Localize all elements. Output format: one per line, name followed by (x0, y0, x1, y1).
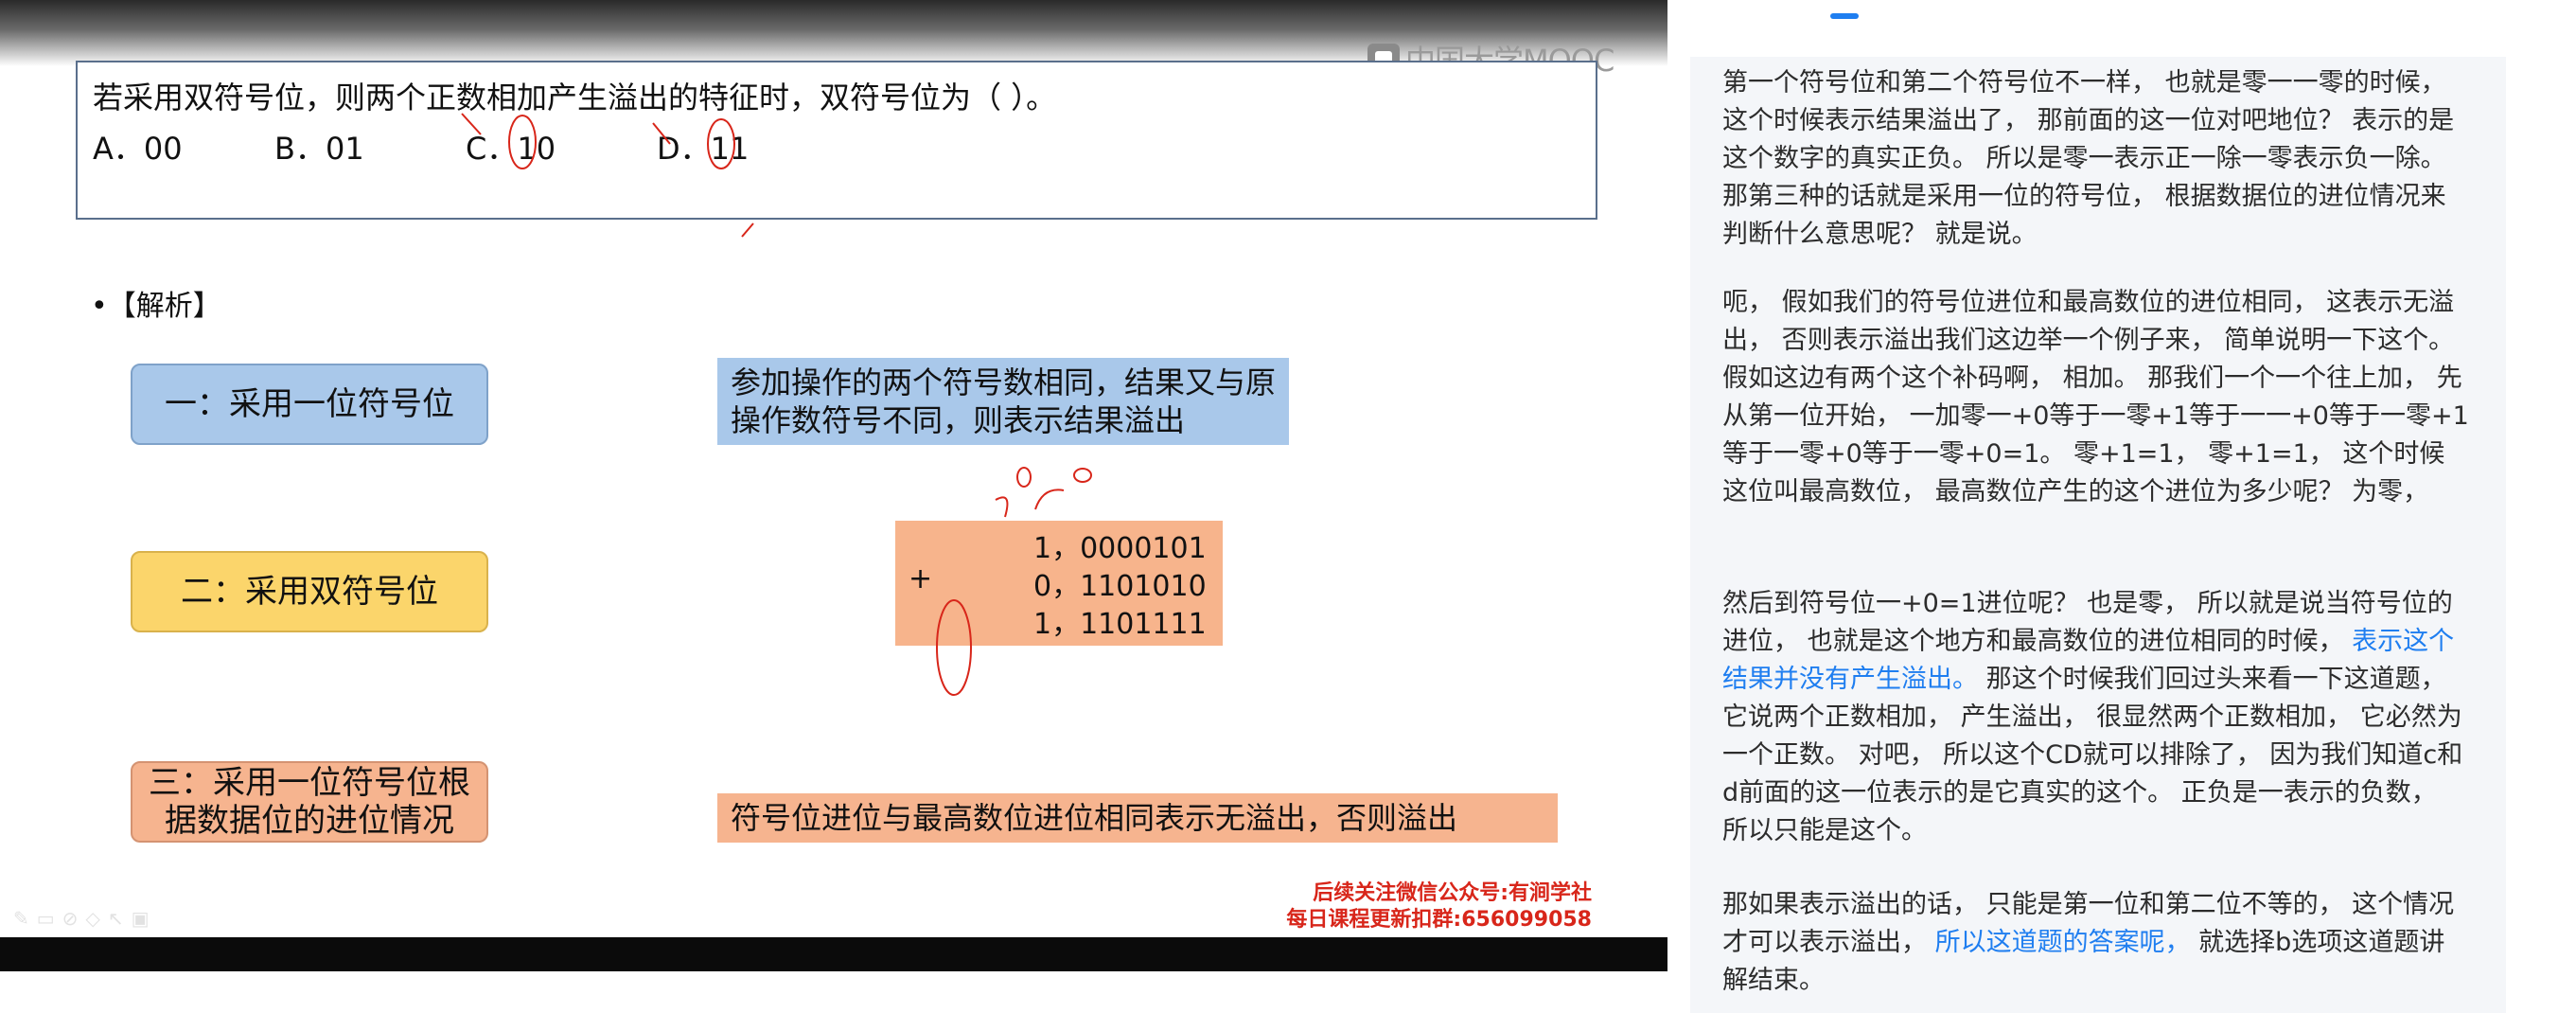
camera-icon[interactable]: ▣ (131, 907, 150, 930)
option-d: D．11 (657, 131, 750, 167)
transcript-text: 那这个时候我们回过头来看一下这道题， 它说两个正数相加， 产生溢出， 很显然两个… (1722, 665, 2463, 845)
calc-row-value: 1，1101111 (1033, 608, 1207, 641)
method-three-label: 三：采用一位符号位根据数据位的进位情况 (149, 764, 470, 840)
transcript-highlight[interactable]: 所以这道题的答案呢， (1927, 928, 2191, 957)
method-three-description: 符号位进位与最高数位进位相同表示无溢出，否则溢出 (717, 793, 1558, 843)
transcript-text: 那如果表示溢出的话， 只能是第一位和第二位不等的， 这个情况才可以表示溢出， (1722, 890, 2455, 957)
transcript-highlight[interactable]: 表示这个结果并没有产生溢出。 (1722, 627, 2455, 694)
highlighter-icon[interactable]: ◇ (85, 907, 100, 930)
method-one-box: 一：采用一位符号位 (131, 364, 488, 445)
footer-notice: 后续关注微信公众号:有涧学社 每日课程更新扣群:656099058 (1259, 880, 1592, 933)
transcript-text: 然后到符号位一+0=1进位呢？ 也是零， 所以就是说当符号位的进位， 也就是这个… (1722, 589, 2453, 656)
method-one-label: 一：采用一位符号位 (165, 385, 454, 423)
method-two-box: 二：采用双符号位 (131, 551, 488, 632)
method-three-box: 三：采用一位符号位根据数据位的进位情况 (131, 761, 488, 843)
transcript-paragraph: 那如果表示溢出的话， 只能是第一位和第二位不等的， 这个情况才可以表示溢出， 所… (1722, 886, 2470, 1000)
handwritten-carry-marks (995, 467, 1092, 518)
transcript-paragraph: 然后到符号位一+0=1进位呢？ 也是零， 所以就是说当符号位的进位， 也就是这个… (1722, 585, 2470, 850)
video-player[interactable]: 中国大学MOOC 若采用双符号位，则两个正数相加产生溢出的特征时，双符号位为（ … (0, 0, 1667, 975)
transcript-text: 就选择b选项这道题讲解结束。 (1722, 928, 2445, 995)
method-one-description: 参加操作的两个符号数相同，结果又与原操作数符号不同，则表示结果溢出 (717, 358, 1289, 445)
pen-icon[interactable]: ✎ (13, 907, 29, 930)
option-b: B．01 (274, 131, 364, 167)
binary-addition-example: 1，0000101 + 0，1101010 1，1101111 (895, 521, 1223, 646)
footer-notice-line1: 后续关注微信公众号:有涧学社 (1313, 881, 1592, 905)
option-a: A．00 (93, 131, 183, 167)
transcript-paragraph: 第一个符号位和第二个符号位不一样， 也就是零一一零的时候， 这个时候表示结果溢出… (1722, 68, 2455, 249)
calc-row-value: 1，0000101 (1033, 532, 1207, 565)
transcript-panel[interactable]: 第一个符号位和第二个符号位不一样， 也就是零一一零的时候， 这个时候表示结果溢出… (1690, 57, 2506, 1013)
active-tab-indicator (1830, 13, 1859, 19)
footer-notice-line2: 每日课程更新扣群:656099058 (1286, 908, 1592, 932)
method-two-label: 二：采用双符号位 (181, 573, 438, 611)
panel-tab-strip[interactable] (1694, 0, 2508, 38)
annotation-toolbar: ✎ ▭ ⊘ ◇ ↖ ▣ (13, 907, 150, 930)
calc-row-op: + (909, 562, 933, 595)
question-box: 若采用双符号位，则两个正数相加产生溢出的特征时，双符号位为（ ）。 A．00 B… (76, 61, 1597, 220)
calc-row-value: 0，1101010 (1033, 570, 1207, 603)
pointer-icon[interactable]: ↖ (107, 907, 124, 930)
link-icon[interactable]: ⊘ (62, 907, 79, 930)
video-control-bar[interactable] (0, 937, 1667, 971)
analysis-label: •【解析】 (91, 290, 221, 323)
option-c: C．10 (466, 131, 556, 167)
eraser-icon[interactable]: ▭ (36, 907, 55, 930)
transcript-paragraph: 呃， 假如我们的符号位进位和最高数位的进位相同， 这表示无溢出， 否则表示溢出我… (1722, 288, 2469, 506)
question-text: 若采用双符号位，则两个正数相加产生溢出的特征时，双符号位为（ ）。 (93, 80, 1057, 116)
